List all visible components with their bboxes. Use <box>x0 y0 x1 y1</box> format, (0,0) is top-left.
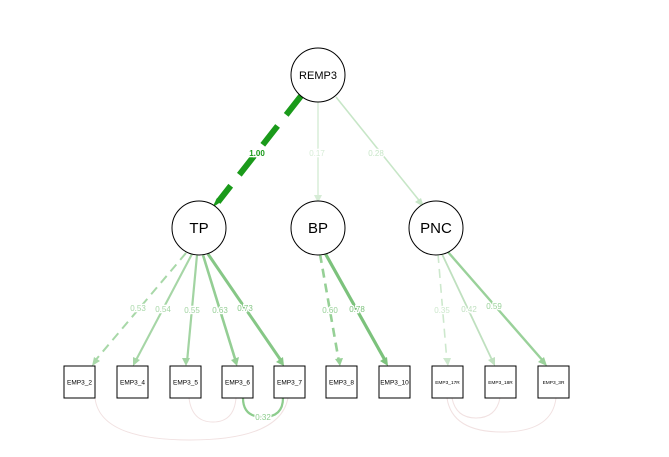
svg-text:EMP3_5: EMP3_5 <box>173 380 198 387</box>
svg-text:EMP3_3R: EMP3_3R <box>543 380 565 386</box>
path-label-tp-emp3-7: 0.73 <box>237 304 253 313</box>
path-pnc-emp3-3r <box>447 251 545 363</box>
observed-node-emp3-3r: EMP3_3R <box>537 365 570 399</box>
arrowhead-pnc-emp3-18r <box>488 357 495 366</box>
observed-node-emp3-5: EMP3_5 <box>169 365 202 399</box>
path-label-remp3-bp: 0.17 <box>309 149 325 158</box>
path-bp-emp3-8 <box>318 253 341 363</box>
svg-text:EMP3_2: EMP3_2 <box>67 380 92 387</box>
latent-node-remp3: REMP3 <box>290 47 346 103</box>
path-label-tp-emp3-4: 0.54 <box>155 305 171 314</box>
path-label-bp-emp3-10: 0.78 <box>349 305 365 314</box>
path-tp-emp3-7 <box>206 253 284 363</box>
svg-text:EMP3_10: EMP3_10 <box>380 380 409 387</box>
cov-emp3-17r-emp3-18r <box>451 397 501 419</box>
path-layer <box>92 94 547 366</box>
arrowhead-bp-emp3-10 <box>380 357 388 366</box>
path-tp-emp3-4 <box>134 253 193 363</box>
path-tp-emp3-5 <box>185 254 199 363</box>
path-label-tp-emp3-2: 0.53 <box>130 304 146 313</box>
observed-node-emp3-2: EMP3_2 <box>63 365 96 399</box>
observed-node-emp3-17r: EMP3_17R <box>431 365 464 399</box>
svg-text:PNC: PNC <box>420 220 452 237</box>
svg-text:EMP3_7: EMP3_7 <box>277 380 302 387</box>
path-tp-emp3-6 <box>201 254 238 363</box>
svg-text:EMP3_6: EMP3_6 <box>225 380 250 387</box>
observed-node-emp3-7: EMP3_7 <box>273 365 306 399</box>
svg-text:REMP3: REMP3 <box>299 70 337 82</box>
covariance-layer: 0.32 <box>94 397 557 441</box>
path-label-layer: 1.00 0.17 0.28 0.53 0.54 0.55 0.63 0.73 … <box>129 148 504 317</box>
arrowhead-pnc-emp3-3r <box>538 357 547 366</box>
svg-text:EMP3_17R: EMP3_17R <box>435 380 460 386</box>
cov-label-emp3-6-emp3-7: 0.32 <box>255 413 271 422</box>
path-label-bp-emp3-8: 0.60 <box>322 306 338 315</box>
latent-node-tp: TP <box>171 200 227 256</box>
arrowhead-bp-emp3-8 <box>335 358 343 366</box>
cov-emp3-5-emp3-6 <box>188 397 237 423</box>
path-label-pnc-emp3-18r: 0.42 <box>461 305 477 314</box>
arrowhead-tp-emp3-6 <box>231 357 239 366</box>
path-label-pnc-emp3-3r: 0.59 <box>486 302 502 311</box>
observed-node-emp3-10: EMP3_10 <box>378 365 411 399</box>
cov-emp3-2-emp3-7 <box>94 397 289 441</box>
observed-node-layer: EMP3_2 EMP3_4 EMP3_5 EMP3_6 EMP3_7 EMP3_… <box>63 365 570 399</box>
path-label-pnc-emp3-17r: 0.35 <box>434 306 450 315</box>
path-remp3-pnc <box>335 96 423 205</box>
arrowhead-remp3-bp <box>314 195 322 203</box>
svg-text:EMP3_4: EMP3_4 <box>120 380 145 387</box>
arrowhead-tp-emp3-4 <box>133 357 140 366</box>
cov-emp3-17r-emp3-3r <box>446 397 557 433</box>
cov-emp3-6-emp3-7 <box>241 397 285 419</box>
path-pnc-emp3-18r <box>441 253 494 363</box>
observed-node-emp3-4: EMP3_4 <box>116 365 149 399</box>
path-tp-emp3-2 <box>93 252 187 363</box>
path-bp-emp3-10 <box>323 252 388 363</box>
arrowhead-tp-emp3-5 <box>182 358 190 366</box>
arrowhead-pnc-emp3-17r <box>443 358 451 366</box>
path-label-remp3-pnc: 0.28 <box>368 149 384 158</box>
latent-node-bp: BP <box>290 200 346 256</box>
path-label-remp3-tp: 1.00 <box>249 149 265 158</box>
svg-text:EMP3_18R: EMP3_18R <box>488 380 513 386</box>
path-label-tp-emp3-5: 0.55 <box>184 306 200 315</box>
path-remp3-tp <box>215 94 304 204</box>
latent-node-pnc: PNC <box>408 200 464 256</box>
svg-text:EMP3_8: EMP3_8 <box>329 380 354 387</box>
latent-node-layer: REMP3 TP BP PNC <box>171 47 464 256</box>
observed-node-emp3-6: EMP3_6 <box>221 365 254 399</box>
svg-text:BP: BP <box>308 220 328 237</box>
svg-text:TP: TP <box>189 220 208 237</box>
path-label-tp-emp3-6: 0.63 <box>212 306 228 315</box>
arrowhead-tp-emp3-2 <box>92 357 100 366</box>
path-pnc-emp3-17r <box>437 253 448 363</box>
observed-node-emp3-18r: EMP3_18R <box>484 365 517 399</box>
observed-node-emp3-8: EMP3_8 <box>325 365 358 399</box>
arrowhead-tp-emp3-7 <box>276 357 284 366</box>
